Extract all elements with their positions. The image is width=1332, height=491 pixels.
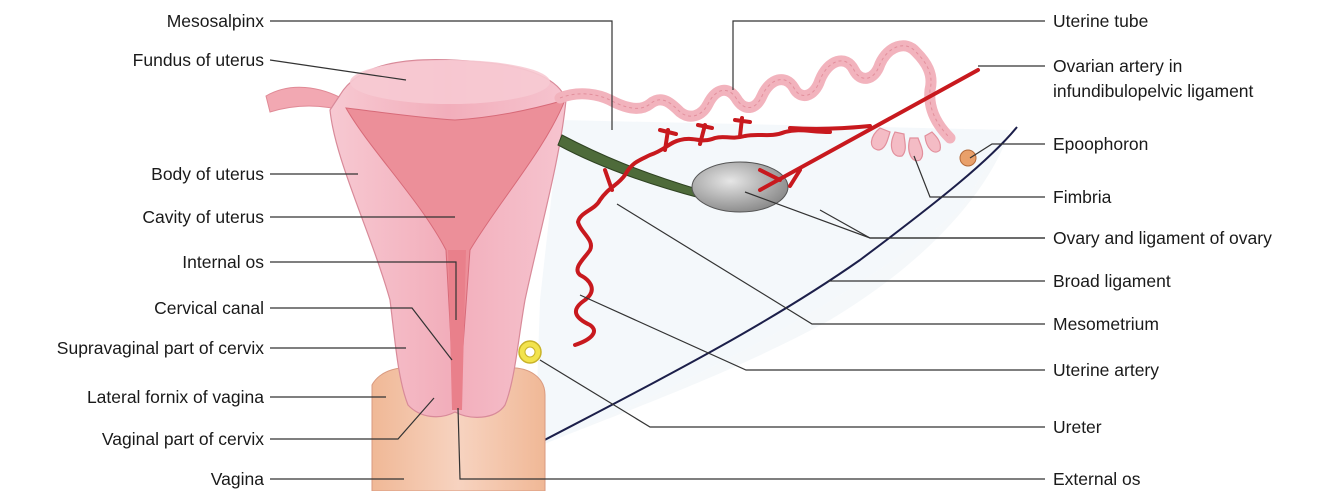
label-lateral-fornix: Lateral fornix of vagina <box>87 387 264 407</box>
label-fimbria: Fimbria <box>1053 187 1112 207</box>
label-cervical-canal: Cervical canal <box>154 298 264 318</box>
ovary-shape <box>692 162 788 212</box>
label-uterine-artery: Uterine artery <box>1053 360 1159 380</box>
label-fundus-of-uterus: Fundus of uterus <box>133 50 265 70</box>
label-internal-os: Internal os <box>182 252 264 272</box>
fundus-highlight <box>350 60 550 104</box>
label-broad-ligament: Broad ligament <box>1053 271 1171 291</box>
label-epoophoron: Epoophoron <box>1053 134 1148 154</box>
label-body-of-uterus: Body of uterus <box>151 164 264 184</box>
label-vagina: Vagina <box>211 469 264 489</box>
ureter-lumen <box>525 347 535 357</box>
label-cavity-of-uterus: Cavity of uterus <box>142 207 264 227</box>
label-ureter: Ureter <box>1053 417 1102 437</box>
label-uterine-tube: Uterine tube <box>1053 11 1148 31</box>
label-mesometrium: Mesometrium <box>1053 314 1159 334</box>
label-ovarian-artery-line2: infundibulopelvic ligament <box>1053 81 1254 101</box>
epoophoron-shape <box>960 150 976 166</box>
label-external-os: External os <box>1053 469 1141 489</box>
label-ovary-and-ligament: Ovary and ligament of ovary <box>1053 228 1272 248</box>
label-ovarian-artery-line1: Ovarian artery in <box>1053 56 1182 76</box>
label-supravaginal-cervix: Supravaginal part of cervix <box>57 338 264 358</box>
label-vaginal-cervix: Vaginal part of cervix <box>102 429 264 449</box>
label-mesosalpinx: Mesosalpinx <box>167 11 265 31</box>
